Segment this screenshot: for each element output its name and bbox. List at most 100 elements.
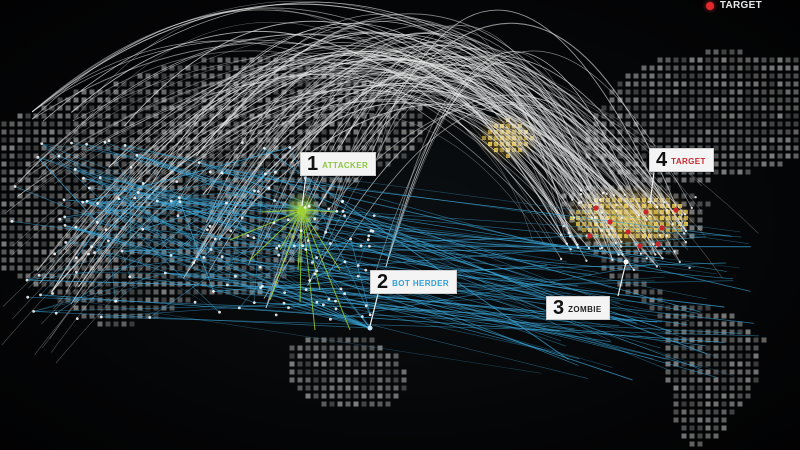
land-dot <box>145 145 151 151</box>
land-dot <box>705 49 711 55</box>
bot-link <box>134 197 742 238</box>
land-dot <box>209 281 215 287</box>
network-node <box>178 196 181 200</box>
attack-arc <box>32 0 685 234</box>
land-dot <box>97 297 103 303</box>
land-dot <box>289 233 295 239</box>
land-dot <box>337 97 343 103</box>
land-dot <box>761 153 767 159</box>
land-dot <box>297 361 303 367</box>
network-node <box>341 200 344 204</box>
network-node <box>334 299 337 303</box>
hotspot-na-dot <box>576 216 580 220</box>
land-dot <box>33 129 39 135</box>
land-dot <box>649 81 655 87</box>
land-dot <box>721 97 727 103</box>
land-dot <box>281 169 287 175</box>
land-dot <box>321 337 327 343</box>
land-dot <box>105 217 111 223</box>
hotspot-na-dot <box>588 210 592 214</box>
land-dot <box>249 97 255 103</box>
hotspot-na-dot <box>666 216 670 220</box>
attacker-link <box>301 209 351 331</box>
attack-arc <box>202 44 687 232</box>
attack-arc <box>150 22 575 218</box>
land-dot <box>89 193 95 199</box>
land-dot <box>681 97 687 103</box>
land-dot <box>113 113 119 119</box>
land-dot <box>249 281 255 287</box>
bot-herder-link <box>33 311 371 329</box>
land-dot <box>601 121 607 127</box>
attack-arc-long <box>2 62 702 307</box>
land-dot <box>17 217 23 223</box>
land-dot <box>233 209 239 215</box>
network-node <box>106 239 110 243</box>
land-dot <box>753 353 759 359</box>
land-dot <box>97 241 103 247</box>
land-dot <box>369 81 375 87</box>
land-dot <box>393 113 399 119</box>
attack-arc <box>71 50 590 249</box>
land-dot <box>137 113 143 119</box>
land-dot <box>137 137 143 143</box>
land-dot <box>697 353 703 359</box>
target-pointer <box>649 171 655 205</box>
network-node <box>40 142 44 146</box>
land-dot <box>137 281 143 287</box>
land-dot <box>761 145 767 151</box>
land-dot <box>57 225 63 231</box>
land-dot <box>305 97 311 103</box>
hotspot-pacific-dot <box>506 154 510 158</box>
hotspot-na-dot <box>654 198 658 202</box>
hotspot-na-dot <box>624 216 628 220</box>
land-dot <box>177 65 183 71</box>
land-dot <box>145 265 151 271</box>
network-node <box>647 200 650 204</box>
land-dot <box>25 249 31 255</box>
land-dot <box>673 337 679 343</box>
land-dot <box>105 289 111 295</box>
land-dot <box>145 289 151 295</box>
land-dot <box>105 273 111 279</box>
land-dot <box>193 161 199 167</box>
land-dot <box>169 209 175 215</box>
network-node <box>51 292 54 295</box>
land-dot <box>145 297 151 303</box>
land-dot <box>745 89 751 95</box>
land-dot <box>105 113 111 119</box>
bot-herder-link <box>177 215 371 329</box>
land-dot <box>713 377 719 383</box>
land-dot <box>649 105 655 111</box>
land-dot <box>281 129 287 135</box>
attack-arc-long <box>53 68 652 213</box>
hotspot-na-dot <box>666 234 670 238</box>
land-dot <box>777 105 783 111</box>
land-dot <box>305 113 311 119</box>
land-dot <box>17 241 23 247</box>
land-dot <box>145 105 151 111</box>
network-node <box>565 242 569 245</box>
land-dot <box>649 113 655 119</box>
botherder-number: 2 <box>377 271 389 293</box>
network-node <box>366 238 370 242</box>
bot-link <box>314 273 633 381</box>
land-dot <box>97 313 103 319</box>
land-dot <box>785 65 791 71</box>
land-dot <box>265 217 271 223</box>
network-node <box>292 244 296 248</box>
land-dot <box>393 369 399 375</box>
land-dot <box>417 137 423 143</box>
land-dot <box>385 97 391 103</box>
land-dot <box>297 81 303 87</box>
land-dot <box>225 65 231 71</box>
land-dot <box>17 193 23 199</box>
land-dot <box>753 161 759 167</box>
land-dot <box>297 353 303 359</box>
land-dot <box>49 217 55 223</box>
land-dot <box>649 129 655 135</box>
land-dot <box>137 105 143 111</box>
land-dot <box>689 129 695 135</box>
land-dot <box>737 161 743 167</box>
land-dot <box>73 145 79 151</box>
